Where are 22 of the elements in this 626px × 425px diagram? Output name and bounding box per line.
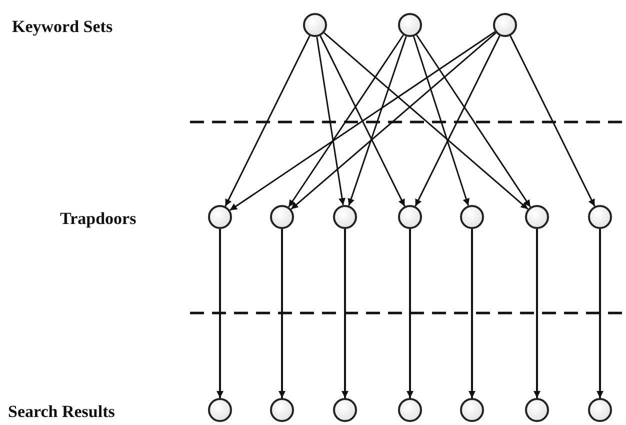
arrow: [342, 229, 348, 398]
arrow: [230, 31, 496, 211]
arrow: [412, 36, 470, 206]
arrow: [534, 229, 540, 398]
arrow: [416, 34, 531, 208]
arrow: [320, 35, 406, 207]
row-label: Keyword Sets: [12, 16, 113, 38]
arrow: [348, 36, 407, 206]
arrow: [414, 35, 500, 207]
arrow: [216, 229, 224, 398]
arrow: [290, 32, 496, 210]
arrow: [278, 229, 286, 398]
arrow: [468, 229, 476, 398]
row-label: Search Results: [8, 401, 115, 423]
arrow: [596, 229, 604, 398]
row-label: Trapdoors: [60, 208, 136, 230]
arrow: [406, 229, 414, 398]
arrow: [224, 35, 310, 207]
arrow: [288, 34, 404, 208]
arrow: [510, 35, 596, 207]
arrow: [316, 36, 346, 206]
arrow: [324, 32, 528, 210]
